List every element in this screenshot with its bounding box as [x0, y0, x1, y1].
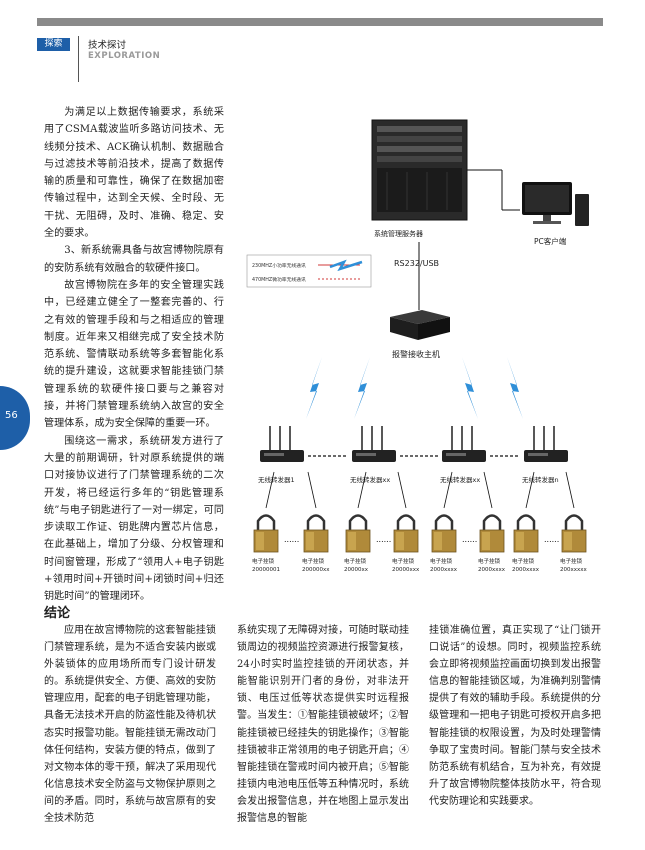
lock-ellipsis: ......	[544, 535, 559, 544]
padlock-icon	[431, 514, 457, 553]
conclusion-column-1: 应用在故宫博物院的这套智能挂锁门禁管理系统，是为不适合安装内嵌或外装锁体的应用场…	[44, 622, 216, 827]
server-label: 系统管理服务器	[374, 229, 423, 238]
paragraph: 3、新系统需具备与故宫博物院原有的安防系统有效融合的软硬件接口。	[44, 245, 224, 274]
alarm-receiver-icon	[390, 310, 450, 340]
section-title: 技术探讨	[88, 40, 127, 51]
lock-id: 200xxxxx	[560, 567, 588, 573]
page-number: 56	[5, 410, 18, 421]
link-label: RS232/USB	[394, 259, 439, 268]
lightning-icon	[354, 357, 370, 419]
pc-label: PC客户端	[534, 236, 567, 246]
header-divider	[78, 36, 79, 82]
lock-id: 2000xxxx	[430, 567, 458, 573]
wireless-repeater-icon	[260, 426, 304, 462]
lock-ellipsis: ......	[376, 535, 391, 544]
lock-label: 电子挂锁	[512, 557, 535, 565]
wireless-links	[306, 357, 523, 419]
lock-arrow	[443, 471, 453, 509]
conclusion-column-2: 系统实现了无障碍对接，可随时联动挂锁周边的视频监控资源进行报警复核，24小时实时…	[237, 622, 409, 827]
repeater-label: 无线转发器xx	[440, 475, 480, 484]
paragraph: 应用在故宫博物院的这套智能挂锁门禁管理系统，是为不适合安装内嵌或外装锁体的应用场…	[44, 625, 216, 825]
repeater-label: 无线转发器1	[258, 475, 295, 484]
lock-id: 20000001	[252, 567, 280, 573]
paragraph: 围绕这一需求，系统研发方进行了大量的前期调研，针对原系统提供的端口对接协议进行了…	[44, 435, 224, 603]
legend-wave-icon	[329, 259, 363, 272]
section-tag: 探索	[37, 38, 70, 51]
lock-label: 电子挂锁	[478, 557, 501, 565]
repeater-label: 无线转发器n	[522, 475, 559, 484]
lock-id: 2000xxxx	[512, 567, 540, 573]
system-diagram: 系统管理服务器 PC客户端 RS232/USB 230MHZ小功率无线通讯 47…	[246, 119, 589, 573]
lock-id: 20000xxx	[392, 567, 420, 573]
lock-arrow	[265, 471, 275, 509]
legend-470: 470MHZ微功率无线通讯	[252, 276, 306, 283]
lightning-icon	[507, 357, 523, 419]
padlock-icon	[479, 514, 505, 553]
repeater-group: 无线转发器1 无线转发器xx 无线转发器xx 无线转发器n	[258, 426, 568, 484]
wireless-repeater-icon	[352, 426, 396, 462]
lock-arrow	[525, 471, 535, 509]
repeater-label: 无线转发器xx	[350, 475, 390, 484]
paragraph: 挂锁准确位置，真正实现了“让门锁开口说话”的设想。同时，视频监控系统会立即将视频…	[429, 625, 601, 807]
padlock-icon	[393, 514, 419, 553]
wireless-repeater-icon	[524, 426, 568, 462]
lock-label: 电子挂锁	[302, 557, 325, 565]
lightning-icon	[462, 357, 478, 419]
lock-label: 电子挂锁	[560, 557, 583, 565]
padlock-icon	[253, 514, 279, 553]
lock-arrow	[357, 471, 367, 509]
pc-icon	[522, 182, 589, 226]
lock-arrow	[307, 471, 317, 509]
padlock-icon	[345, 514, 371, 553]
conclusion-column-3: 挂锁准确位置，真正实现了“让门锁开口说话”的设想。同时，视频监控系统会立即将视频…	[429, 622, 601, 810]
lock-id: 200000xx	[302, 567, 330, 573]
padlock-icon	[513, 514, 539, 553]
paragraph: 故宫博物院在多年的安全管理实践中，已经建立健全了一整套完善的、行之有效的管理手段…	[44, 279, 224, 430]
lock-id: 20000xx	[344, 567, 369, 573]
lightning-icon	[306, 357, 322, 419]
lock-ellipsis: ......	[284, 535, 299, 544]
section-title-en: EXPLORATION	[88, 51, 161, 61]
paragraph: 为满足以上数据传输要求，系统采用了CSMA载波监听多路访问技术、无线频分技术、A…	[44, 107, 224, 240]
lock-label: 电子挂锁	[392, 557, 415, 565]
receiver-label: 报警接收主机	[392, 349, 440, 359]
left-column: 为满足以上数据传输要求，系统采用了CSMA载波监听多路访问技术、无线频分技术、A…	[44, 104, 224, 606]
paragraph: 系统实现了无障碍对接，可随时联动挂锁周边的视频监控资源进行报警复核，24小时实时…	[237, 625, 409, 825]
lock-arrow	[397, 471, 407, 509]
lock-ellipsis: ......	[462, 535, 477, 544]
lock-id: 2000xxxx	[478, 567, 506, 573]
section-heading: 结论	[44, 606, 71, 621]
wireless-repeater-icon	[442, 426, 486, 462]
padlock-icon	[561, 514, 587, 553]
lock-label: 电子挂锁	[252, 557, 275, 565]
lock-arrow	[565, 471, 575, 509]
lock-arrow	[483, 471, 493, 509]
lock-group: 电子挂锁 20000001...... 电子挂锁 200000xx 电子挂锁 20000x…	[252, 471, 588, 573]
top-rule	[37, 18, 603, 26]
server-icon	[371, 119, 468, 221]
padlock-icon	[303, 514, 329, 553]
legend-230: 230MHZ小功率无线通讯	[252, 262, 306, 269]
lock-label: 电子挂锁	[344, 557, 367, 565]
legend: 230MHZ小功率无线通讯 470MHZ微功率无线通讯	[246, 254, 372, 288]
lock-label: 电子挂锁	[430, 557, 453, 565]
